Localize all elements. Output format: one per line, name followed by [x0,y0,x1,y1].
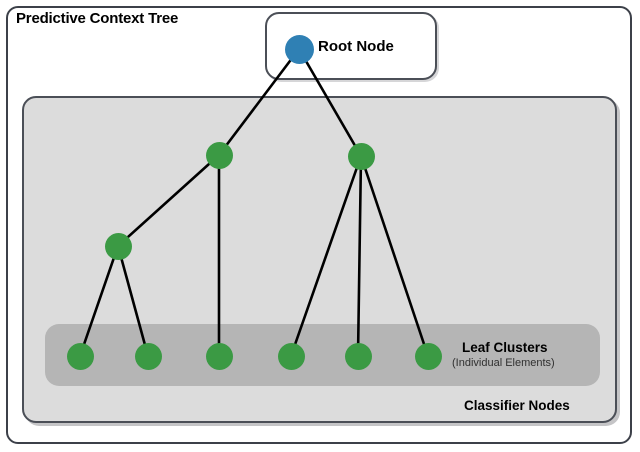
root-node-label: Root Node [318,38,394,55]
tree-node-leaf-l4[interactable] [277,342,305,370]
tree-node-leaf-l5[interactable] [344,342,372,370]
classifier-nodes-label: Classifier Nodes [464,398,570,413]
tree-node-leaf-l2[interactable] [134,342,162,370]
leaf-clusters-title: Leaf Clusters [462,340,548,355]
tree-node-leaf-l6[interactable] [414,342,442,370]
leaf-clusters-panel [45,324,600,386]
tree-node-internal-i3[interactable] [104,232,132,260]
tree-node-internal-i2[interactable] [347,142,375,170]
tree-node-leaf-l3[interactable] [205,342,233,370]
tree-node-internal-i1[interactable] [205,141,233,169]
page-title: Predictive Context Tree [16,10,179,27]
tree-node-leaf-l1[interactable] [66,342,94,370]
leaf-clusters-subtitle: (Individual Elements) [452,357,555,369]
tree-node-root-root[interactable] [284,34,314,64]
